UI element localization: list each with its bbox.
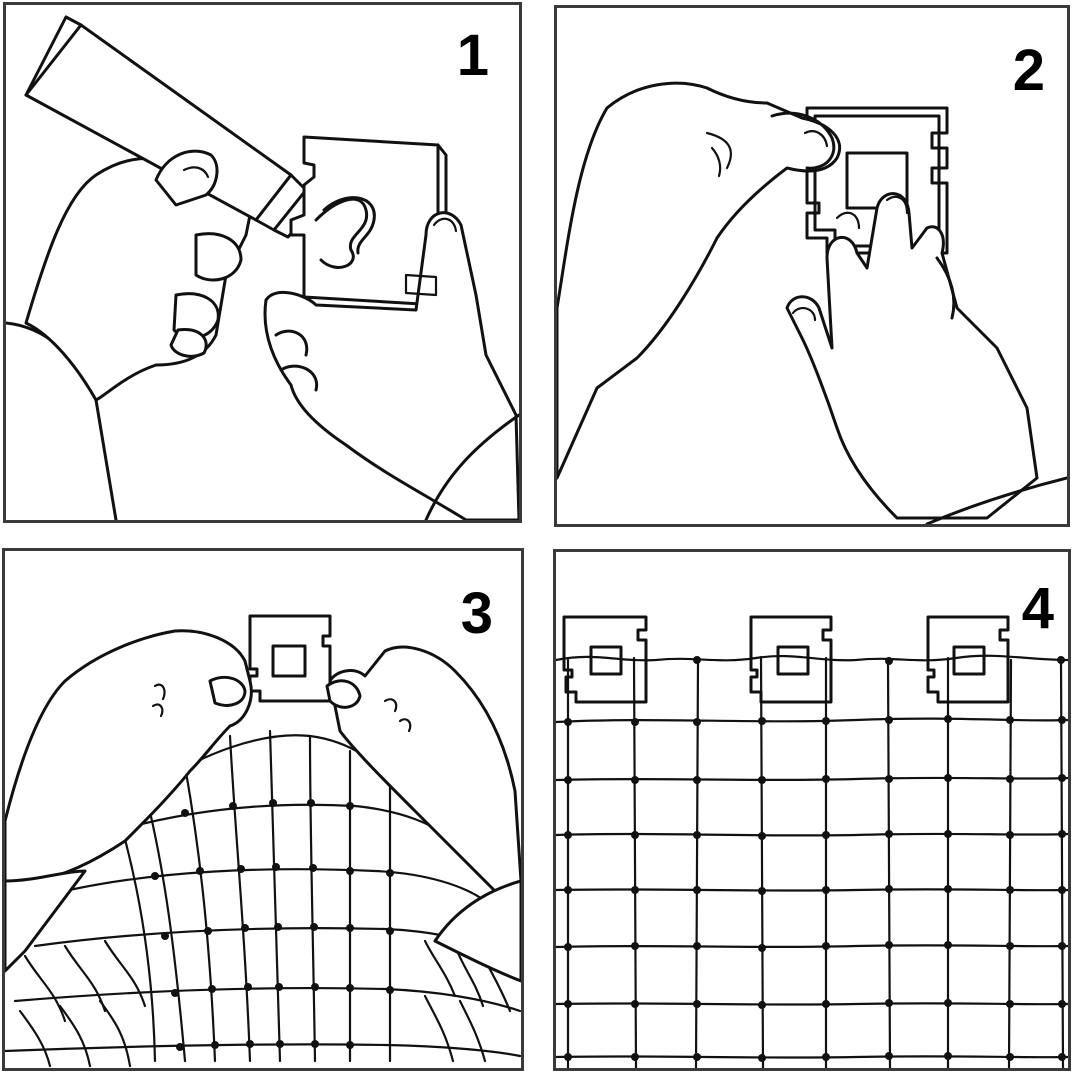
apply-adhesive-illustration [6,15,519,520]
step-3-panel: 3 [2,548,524,1071]
step-number: 3 [460,581,493,646]
net-knots [564,656,1066,1062]
step-2-panel: 2 [554,5,1070,527]
hang-net-illustration [5,614,521,1068]
step-4-panel: 4 [553,549,1071,1071]
finished-net-illustration [556,615,1068,1068]
step-number: 4 [1021,576,1054,641]
step-1-panel: 1 [3,2,522,523]
press-hook-illustration [557,81,1067,524]
step-number: 1 [456,23,489,88]
step-number: 2 [1012,38,1045,103]
